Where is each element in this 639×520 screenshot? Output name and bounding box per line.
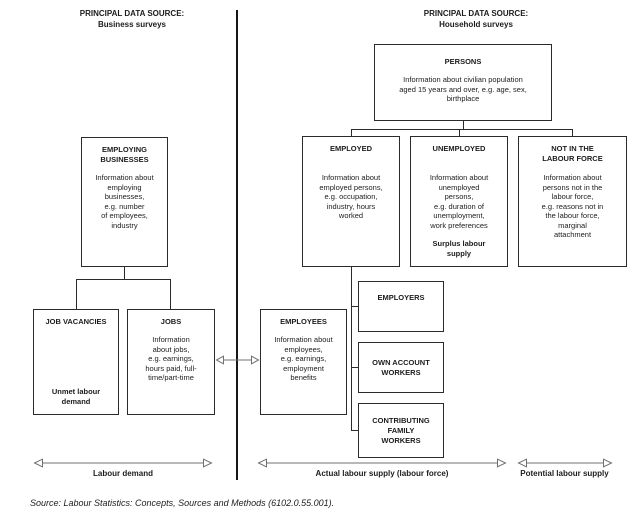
box-employers-title: EMPLOYERS — [377, 293, 425, 302]
box-unemployed-footer: Surplus labour supply — [432, 239, 486, 258]
divider-line — [236, 10, 238, 480]
connector-persons-branch — [351, 129, 573, 130]
box-persons: PERSONS Information about civilian popul… — [374, 44, 552, 121]
header-business-surveys: PRINCIPAL DATA SOURCE: Business surveys — [52, 8, 212, 30]
header-household-line2: Household surveys — [439, 20, 513, 29]
box-own-account-workers: OWN ACCOUNT WORKERS — [358, 342, 444, 393]
box-contributing-family-workers-title: CONTRIBUTING FAMILY WORKERS — [372, 415, 430, 445]
connector-job-vacancies-drop — [76, 279, 77, 309]
box-not-in-labour-force-body: Information about persons not in the lab… — [541, 173, 604, 239]
box-contributing-family-workers: CONTRIBUTING FAMILY WORKERS — [358, 403, 444, 458]
potential-labour-supply-label: Potential labour supply — [520, 469, 609, 478]
header-business-line1: PRINCIPAL DATA SOURCE: — [79, 9, 185, 18]
box-not-in-labour-force-title: NOT IN THE LABOUR FORCE — [542, 144, 603, 163]
connector-jobs-drop — [170, 279, 171, 309]
connector-employed-spine — [351, 267, 352, 430]
box-employed: EMPLOYED Information about employed pers… — [302, 136, 400, 267]
box-employees: EMPLOYEES Information about employees, e… — [260, 309, 347, 415]
box-employing-businesses-body: Information about employing businesses, … — [95, 173, 154, 230]
header-household-surveys: PRINCIPAL DATA SOURCE: Household surveys — [396, 8, 556, 30]
box-jobs-title: JOBS — [160, 317, 182, 326]
box-persons-body: Information about civilian population ag… — [399, 75, 527, 103]
box-unemployed-title: UNEMPLOYED — [432, 144, 486, 153]
potential-labour-supply-arrow — [517, 458, 613, 468]
connector-unemployed-drop — [459, 129, 460, 136]
header-household-line1: PRINCIPAL DATA SOURCE: — [423, 9, 529, 18]
actual-labour-supply-arrow — [257, 458, 507, 468]
box-employed-body: Information about employed persons, e.g.… — [319, 173, 383, 220]
connector-contributing-stub — [351, 430, 358, 431]
box-employees-title: EMPLOYEES — [280, 317, 327, 326]
box-employing-businesses: EMPLOYING BUSINESSES Information about e… — [81, 137, 168, 267]
box-job-vacancies: JOB VACANCIES Unmet labour demand — [33, 309, 119, 415]
box-job-vacancies-title: JOB VACANCIES — [45, 317, 107, 326]
box-job-vacancies-footer: Unmet labour demand — [51, 387, 101, 406]
connector-employed-drop — [351, 129, 352, 136]
box-employing-businesses-title: EMPLOYING BUSINESSES — [100, 145, 149, 164]
box-employers: EMPLOYERS — [358, 281, 444, 332]
box-not-in-labour-force: NOT IN THE LABOUR FORCE Information abou… — [518, 136, 627, 267]
actual-labour-supply-label: Actual labour supply (labour force) — [315, 469, 449, 478]
box-unemployed: UNEMPLOYED Information about unemployed … — [410, 136, 508, 267]
header-business-line2: Business surveys — [97, 20, 167, 29]
connector-nilf-drop — [572, 129, 573, 136]
source-note: Source: Labour Statistics: Concepts, Sou… — [30, 498, 335, 508]
box-own-account-workers-title: OWN ACCOUNT WORKERS — [372, 357, 430, 377]
box-jobs: JOBS Information about jobs, e.g. earnin… — [127, 309, 215, 415]
connector-own-account-stub — [351, 367, 358, 368]
box-jobs-body: Information about jobs, e.g. earnings, h… — [145, 335, 197, 382]
connector-persons-stem — [463, 121, 464, 130]
connector-employing-branch — [76, 279, 171, 280]
connector-employers-stub — [351, 306, 358, 307]
jobs-employees-arrow — [215, 355, 260, 365]
connector-employing-stem — [124, 267, 125, 279]
box-employed-title: EMPLOYED — [329, 144, 373, 153]
labour-demand-label: Labour demand — [92, 469, 153, 478]
labour-demand-arrow — [33, 458, 213, 468]
box-employees-body: Information about employees, e.g. earnin… — [274, 335, 333, 382]
box-unemployed-body: Information about unemployed persons, e.… — [429, 173, 489, 230]
box-persons-title: PERSONS — [444, 57, 482, 66]
